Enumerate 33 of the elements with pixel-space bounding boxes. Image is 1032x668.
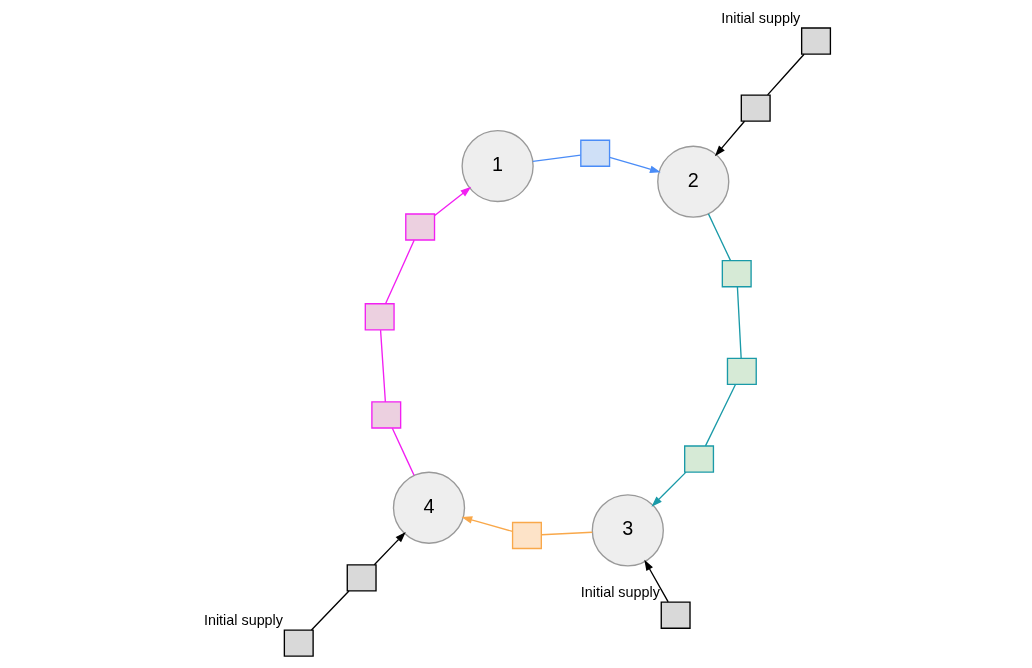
node-label: Initial supply: [203, 612, 283, 629]
node-box: [726, 357, 757, 386]
arrow: [460, 516, 513, 533]
connector: [531, 154, 581, 163]
arrow: [433, 186, 471, 217]
connector: [391, 427, 415, 476]
arrow: [608, 156, 661, 173]
connector: [766, 53, 805, 96]
node-box: [511, 521, 542, 550]
node-box: [579, 139, 610, 167]
node-box: [404, 213, 435, 241]
node-box: [283, 629, 314, 657]
node-box: [364, 303, 395, 331]
connector: [707, 213, 731, 262]
connector: [540, 531, 593, 536]
connector: [736, 286, 742, 359]
connector: [310, 590, 350, 631]
node-box: [740, 94, 771, 122]
connector: [379, 329, 386, 403]
node-box: [346, 564, 377, 592]
node-box: [683, 445, 714, 473]
node-label: Initial supply: [720, 10, 800, 27]
node-label: Initial supply: [580, 584, 660, 601]
node-box: [370, 401, 401, 429]
arrow: [643, 559, 669, 603]
node-box: [660, 601, 691, 629]
arrow: [714, 120, 745, 157]
connector: [384, 239, 415, 305]
connector: [704, 384, 736, 447]
node-box: [800, 27, 831, 55]
arrow: [373, 531, 406, 566]
arrow: [650, 471, 687, 507]
node-box: [721, 260, 752, 288]
